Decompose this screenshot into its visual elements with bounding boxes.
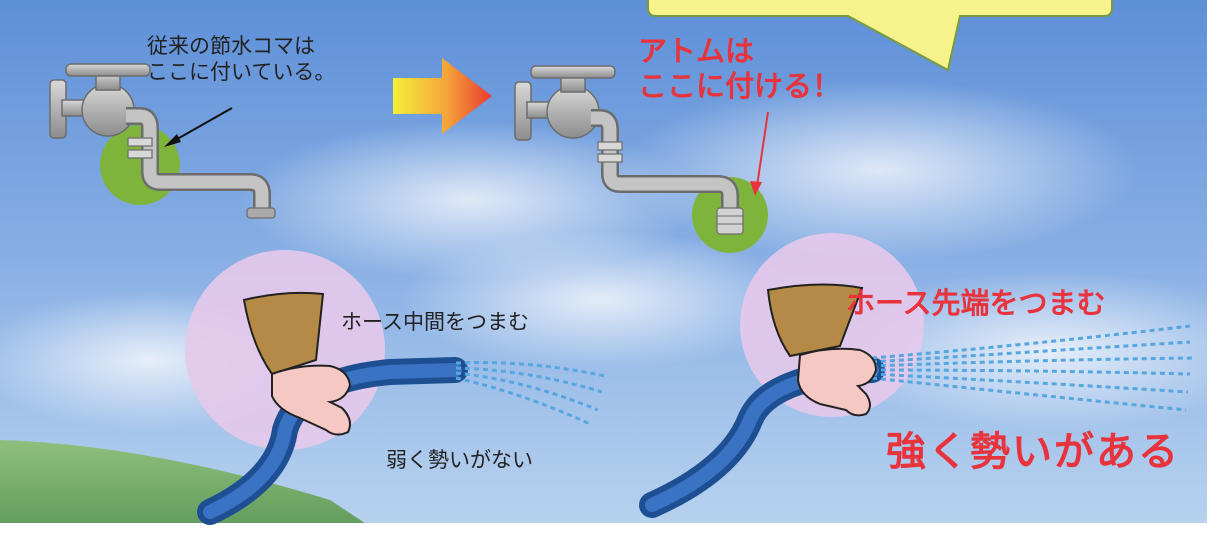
brown-block bbox=[766, 283, 864, 358]
old-saver-note-line-2: ここに付いている。 bbox=[147, 59, 336, 84]
left-highlight-circle bbox=[100, 125, 180, 205]
strong-hose-scene bbox=[639, 233, 1193, 518]
grass-hill bbox=[0, 440, 380, 533]
right-border bbox=[1207, 0, 1217, 533]
old-saver-note-line-1: 従来の節水コマは bbox=[147, 34, 315, 58]
weak-hose-result: 弱く勢いがない bbox=[386, 448, 533, 472]
atom-note-line-2: ここに付ける！ bbox=[638, 69, 842, 104]
speech-callout bbox=[647, 0, 1113, 72]
atom-note: アトムは ここに付ける！ bbox=[638, 34, 841, 105]
faucet-handle bbox=[530, 65, 616, 79]
right-faucet bbox=[514, 65, 768, 253]
hand-icon bbox=[796, 347, 878, 417]
strong-hose-caption: ホース先端をつまむ bbox=[846, 286, 1106, 320]
strong-hose-result: 強く勢いがある bbox=[886, 429, 1180, 475]
left-faucet bbox=[49, 63, 276, 219]
right-pointer-arrow bbox=[750, 111, 769, 196]
weak-hose-caption: ホース中間をつまむ bbox=[341, 310, 529, 334]
brown-block bbox=[242, 291, 325, 376]
water-spray-icon bbox=[871, 324, 1193, 412]
weak-hose-scene bbox=[185, 250, 606, 525]
atom-nozzle bbox=[716, 207, 744, 235]
water-spray-icon bbox=[455, 361, 606, 426]
atom-note-line-1: アトムは bbox=[638, 34, 755, 68]
faucet-handle bbox=[65, 63, 151, 77]
bottom-border bbox=[0, 523, 1217, 533]
old-saver-note: 従来の節水コマは ここに付いている。 bbox=[147, 34, 335, 85]
left-pointer-arrow bbox=[164, 107, 233, 147]
hand-icon bbox=[271, 364, 352, 436]
arrow-right-icon bbox=[393, 58, 492, 134]
